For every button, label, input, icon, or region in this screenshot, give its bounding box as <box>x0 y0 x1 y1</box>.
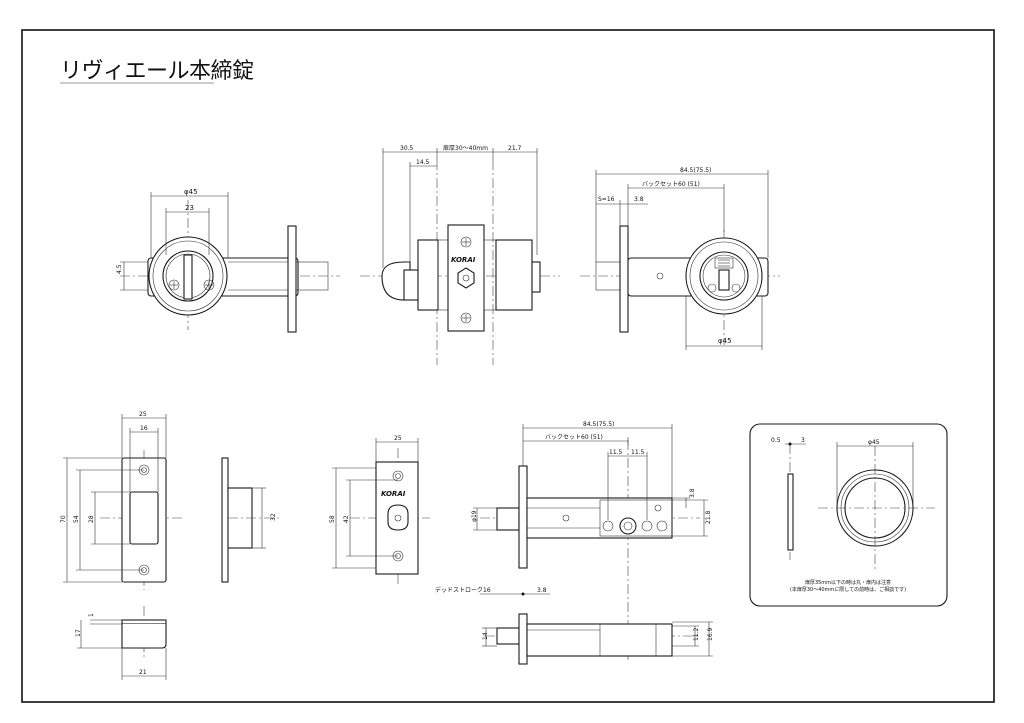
sheet-border <box>21 29 995 703</box>
dim-d45: φ45 <box>184 188 198 196</box>
note-line2: (本扉厚30〜40mmに限しての前時は、ご相談です) <box>790 586 906 593</box>
brand-logo-faceplate: KORAI <box>381 490 406 498</box>
dim-d3: 3 <box>801 437 805 444</box>
dim-door-thickness: 扉厚30〜40mm <box>443 144 488 152</box>
dim-d45-right: φ45 <box>718 337 732 345</box>
view-side-section: KORAI 30.5 扉厚30〜40mm 21.7 14.5 <box>360 144 560 365</box>
view-thumbturn-front: φ45 23 4.5 <box>116 188 340 333</box>
dim-d0-5: 0.5 <box>771 437 781 444</box>
dim-d28: 28 <box>88 515 95 523</box>
dim-backset-body: バックセット60 (51) <box>545 434 603 441</box>
dim-d45-detail: φ45 <box>868 439 880 446</box>
view-faceplate-front: KORAI 25 58 42 <box>329 435 430 585</box>
dim-d25-strike: 25 <box>139 411 147 418</box>
view-escutcheon-detail: 0.5 3 φ45 扉厚35mm以下の時は丸・扉内は注意 (本扉厚30〜40mm… <box>749 423 948 607</box>
view-strike-side: 32 <box>221 457 280 583</box>
dim-d84-5-body: 84.5(75.5) <box>583 421 614 428</box>
dim-d11-5-b: 11.5 <box>631 449 645 456</box>
dim-d25-face: 25 <box>394 435 402 442</box>
dim-d23: 23 <box>185 204 194 212</box>
drawing-title: リヴィエール本締錠 <box>60 59 254 84</box>
detail-box <box>749 423 948 607</box>
dim-d21-8: 21.8 <box>705 510 712 524</box>
brand-logo-side: KORAI <box>451 256 476 264</box>
dim-d11-5-a: 11.5 <box>609 449 623 456</box>
note-line1: 扉厚35mm以下の時は丸・扉内は注意 <box>805 579 891 586</box>
dim-d3-8-top: 3.8 <box>634 196 644 203</box>
dim-d54: 54 <box>73 515 80 523</box>
dim-d14-5: 14.5 <box>416 159 430 166</box>
dim-d58: 58 <box>329 515 336 523</box>
dim-d16: 16 <box>140 425 148 432</box>
dim-d14: 14 <box>482 632 489 640</box>
dim-d19: φ19 <box>471 510 478 522</box>
dim-backset: バックセット60 (51) <box>642 181 700 188</box>
dim-d3-8-body: 3.8 <box>689 488 696 498</box>
view-bolt-side: 14 11.2 16.9 <box>482 613 714 665</box>
dim-d16-9: 16.9 <box>707 627 714 641</box>
dim-d11-2: 11.2 <box>693 627 700 641</box>
dim-deadstroke: デッドストローク16 <box>435 586 491 594</box>
dim-d30-5: 30.5 <box>400 145 414 152</box>
dim-d4-5: 4.5 <box>116 264 123 274</box>
view-bolt-body: 84.5(75.5) バックセット60 (51) 11.5 11.5 3.8 2… <box>435 421 712 660</box>
dim-d70: 70 <box>60 515 67 523</box>
view-strike-plate: 25 16 70 54 28 <box>60 411 185 590</box>
dim-d84-5: 84.5(75.5) <box>680 167 711 174</box>
dim-d32: 32 <box>270 513 277 521</box>
dim-d21: 21 <box>139 669 147 676</box>
dim-d21-7: 21.7 <box>508 145 522 152</box>
view-strike-box: 1 17 21 <box>75 606 167 680</box>
dim-d3-8-stroke: 3.8 <box>537 587 547 594</box>
view-cylinder-front: 84.5(75.5) バックセット60 (51) S=16 3.8 φ45 <box>580 167 780 350</box>
dim-d17: 17 <box>75 629 82 637</box>
dim-d1: 1 <box>88 613 95 617</box>
dim-s16: S=16 <box>598 196 615 203</box>
dim-d42: 42 <box>343 515 350 523</box>
